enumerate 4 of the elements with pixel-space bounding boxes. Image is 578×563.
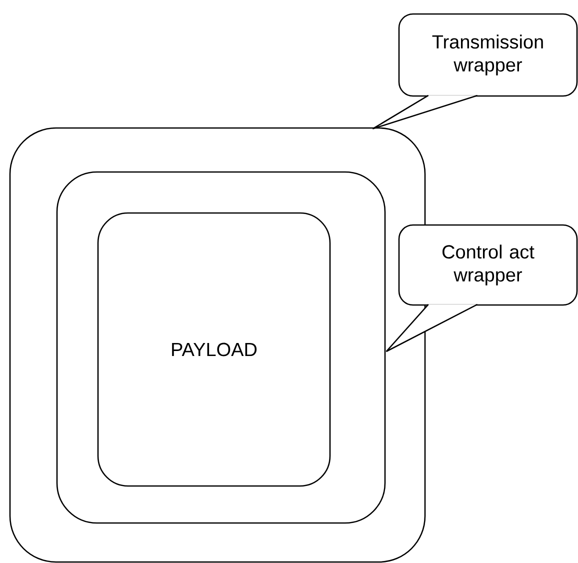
callout-bubble: Transmission wrapper [398,13,578,97]
callout-pointer [386,304,478,352]
payload-box: PAYLOAD [97,212,331,487]
callout-pointer [372,94,478,130]
